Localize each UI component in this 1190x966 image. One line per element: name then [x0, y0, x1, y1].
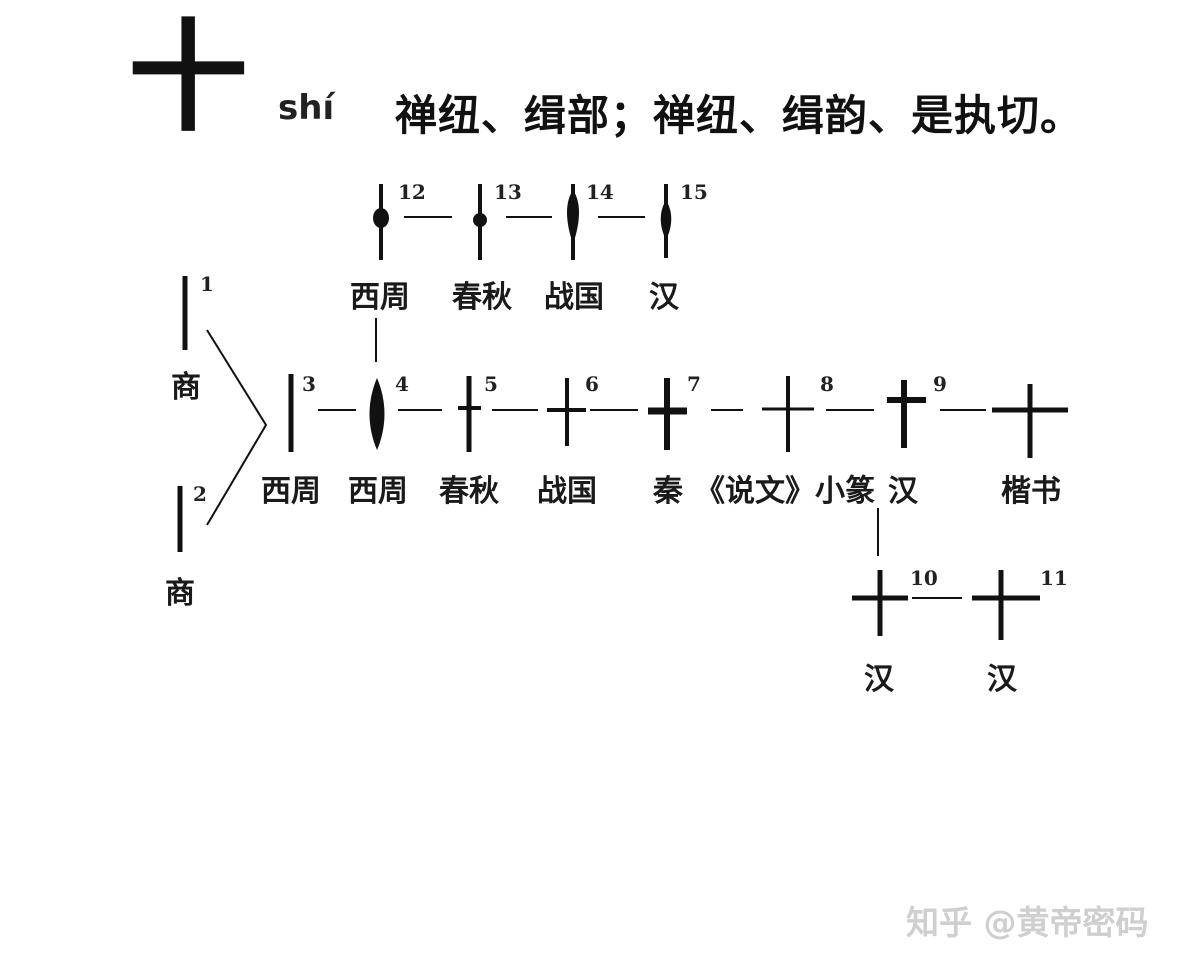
node-label-15: 汉 [649, 280, 679, 315]
node-label-2: 商 [165, 576, 195, 611]
node-label-kaishu: 楷书 [1001, 474, 1061, 509]
node-number-7: 7 [687, 372, 701, 396]
glyph-14-dot [567, 190, 579, 244]
glyph-13-dot [473, 213, 487, 227]
node-number-9: 9 [933, 372, 947, 396]
node-label-12: 西周 [350, 280, 410, 315]
node-label-8: 《说文》小篆 [695, 474, 875, 509]
headword-character: 十 [128, 7, 248, 148]
node-label-5: 春秋 [439, 474, 499, 509]
node-label-11: 汉 [987, 662, 1017, 697]
node-number-14: 14 [586, 180, 614, 204]
node-label-10: 汉 [864, 662, 894, 697]
node-label-7: 秦 [653, 474, 683, 509]
node-number-11: 11 [1040, 566, 1068, 590]
glyph-15-dot [660, 200, 672, 240]
node-number-12: 12 [398, 180, 426, 204]
node-number-6: 6 [585, 372, 599, 396]
node-label-9: 汉 [888, 474, 918, 509]
node-label-6: 战国 [537, 474, 597, 509]
node-label-14: 战国 [544, 280, 604, 315]
watermark: 知乎 @黄帝密码 [906, 903, 1149, 942]
node-number-15: 15 [680, 180, 708, 204]
node-label-1: 商 [171, 370, 201, 405]
node-number-10: 10 [910, 566, 938, 590]
fanqie-reading: 禅纽、缉部；禅纽、缉韵、是执切。 [395, 91, 1084, 140]
node-number-3: 3 [302, 372, 316, 396]
node-number-13: 13 [494, 180, 522, 204]
node-number-5: 5 [484, 372, 498, 396]
glyph-12-dot [373, 208, 389, 228]
node-number-4: 4 [395, 372, 409, 396]
node-number-8: 8 [820, 372, 834, 396]
glyph-4-form [369, 378, 385, 450]
connector-shang-bracket [206, 329, 268, 526]
pinyin: shí [278, 88, 335, 128]
node-label-3: 西周 [261, 474, 321, 509]
node-label-13: 春秋 [452, 280, 512, 315]
node-label-4: 西周 [348, 474, 408, 509]
node-number-2: 2 [193, 482, 207, 506]
node-number-1: 1 [200, 272, 214, 296]
